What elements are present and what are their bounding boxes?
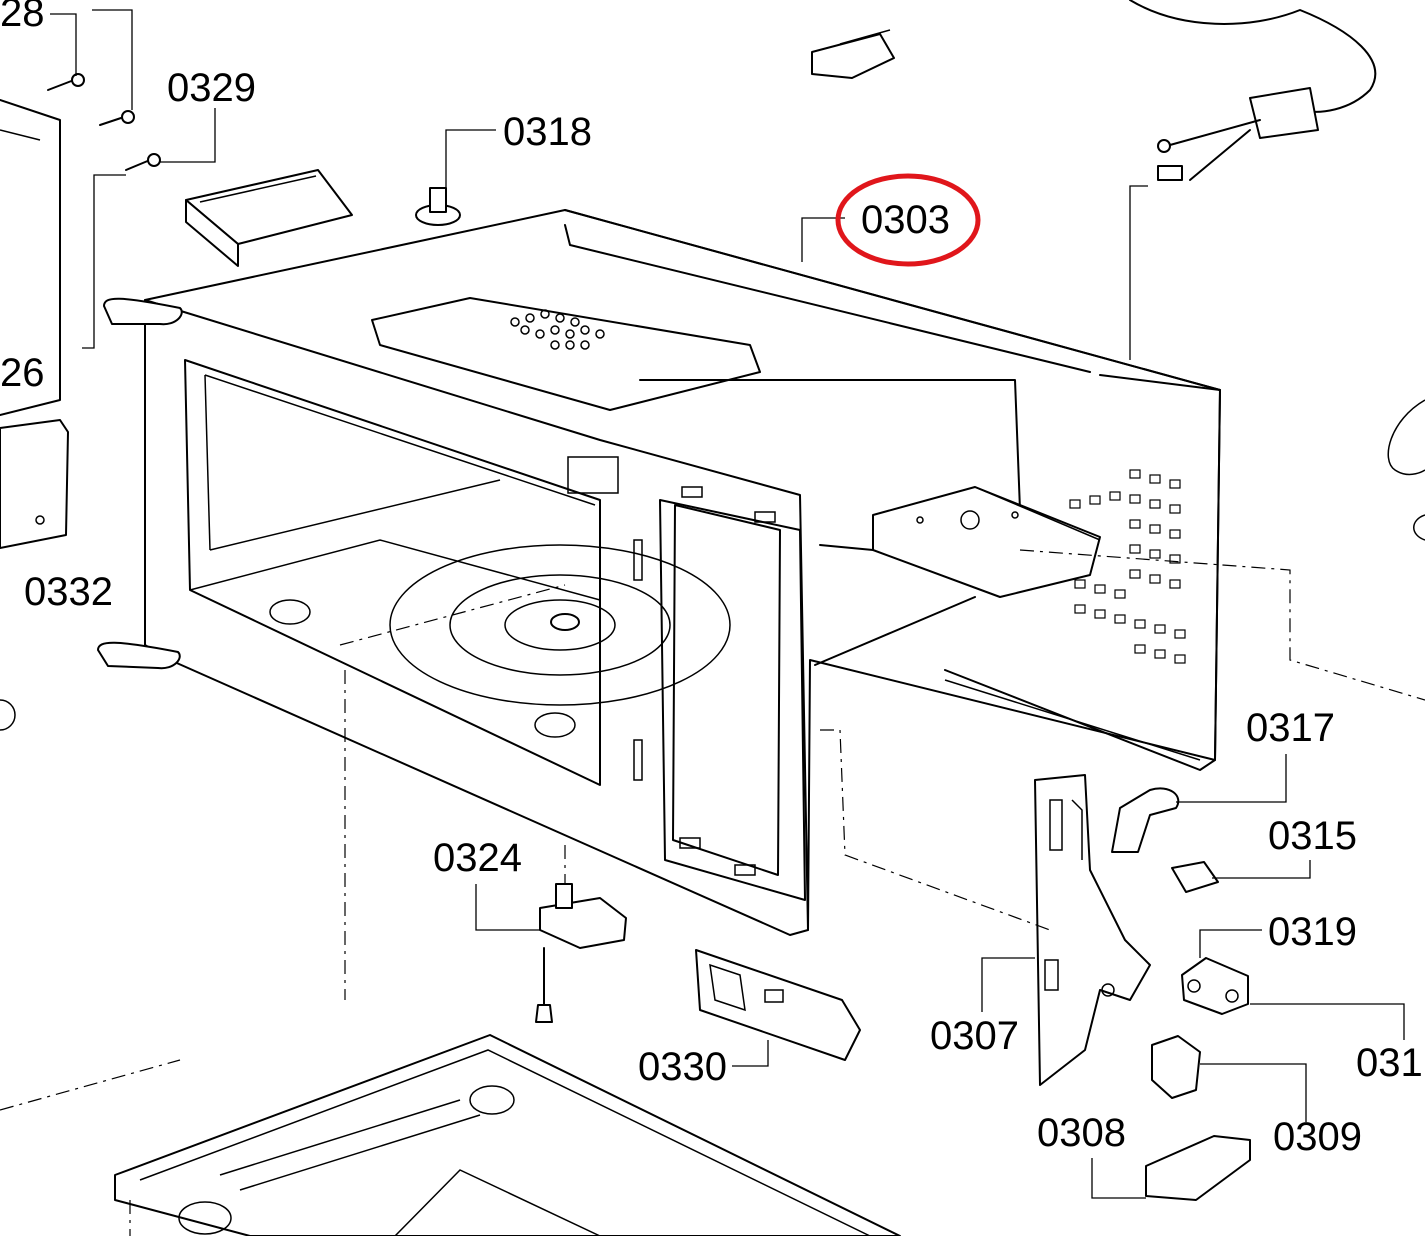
hinge-bottom [97,641,181,670]
label-0328: 28 [0,0,45,35]
switch-0315 [1171,860,1311,893]
label-0330: 0330 [638,1045,727,1089]
connector-top [811,29,895,79]
callout-labels: 28 0329 0318 0303 26 0332 0317 0315 0324… [0,0,1423,1159]
base-plate [0,670,901,1236]
cavity-assembly-0303 [97,209,1221,936]
leaders-0328-0329 [50,9,216,349]
motor-0324 [475,845,627,1023]
switch-0319 [1181,929,1405,1040]
label-0318: 0318 [503,110,592,154]
label-0326: 26 [0,351,45,395]
screw-0328a [47,73,85,91]
switch-0309 [1151,1035,1307,1122]
label-0319: 0319 [1268,910,1357,954]
lever-0317 [1111,754,1287,853]
label-0315: 0315 [1268,814,1357,858]
label-0332: 0332 [24,570,113,614]
screw-0328b [99,110,135,126]
side-panel-fragment [0,99,69,731]
sensor-0318 [415,129,496,226]
screw-0329 [125,153,161,171]
highlight-circle-0303 [835,173,981,267]
hinge-top [103,297,183,326]
panel-0332 [0,419,69,549]
switch-0308 [1091,1135,1251,1201]
wire-harness [1129,0,1425,541]
vent-holes-top [510,309,605,350]
label-0307: 0307 [930,1014,1019,1058]
label-0308: 0308 [1037,1111,1126,1155]
label-0311: 031 [1356,1041,1423,1085]
latch-0307 [981,774,1151,1086]
label-0317: 0317 [1246,706,1335,750]
leader-0303 [801,217,845,262]
label-0309: 0309 [1273,1115,1362,1159]
screws-group [47,73,161,171]
label-0329: 0329 [167,66,256,110]
bracket-0329 [185,169,353,267]
label-0303: 0303 [861,198,950,242]
side-vent-grid [1069,469,1186,664]
board-0330 [695,949,861,1067]
label-0324: 0324 [433,836,522,880]
